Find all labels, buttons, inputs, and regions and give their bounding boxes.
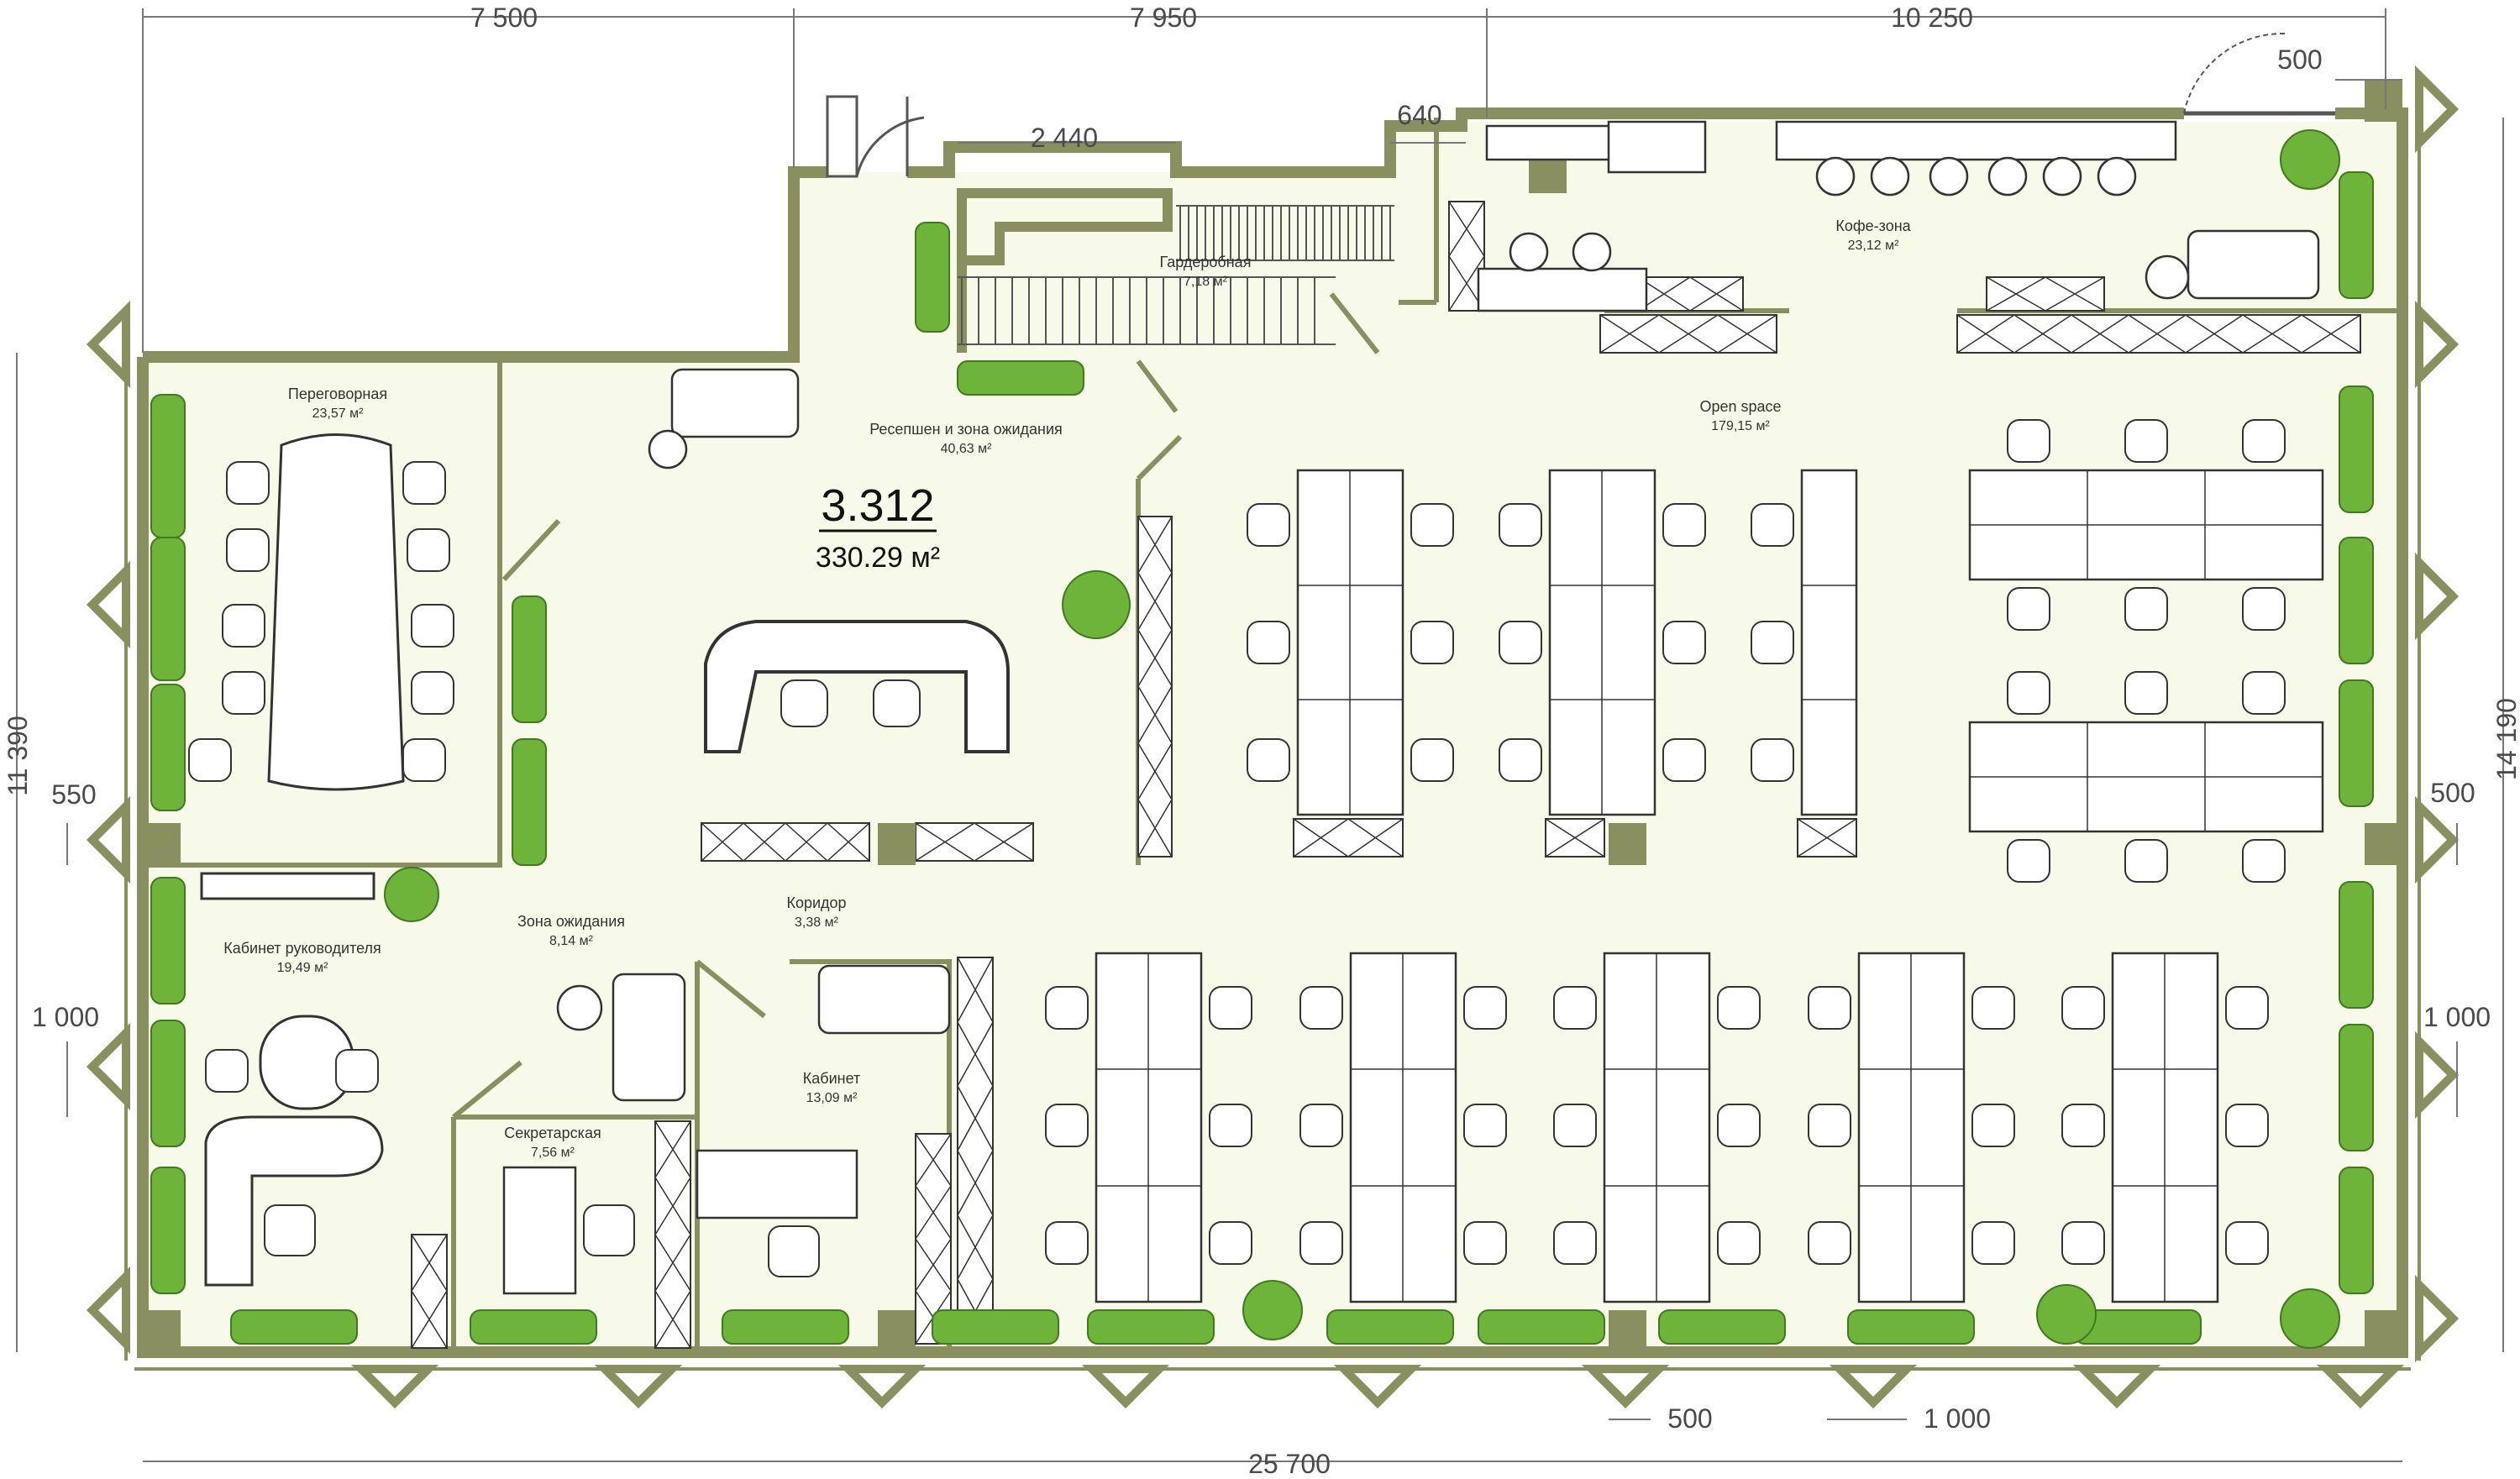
dim-door-640: 640 (1397, 100, 1441, 130)
room-openspace-area: 179,15 м² (1711, 419, 1770, 433)
wardrobe-rails (958, 205, 1394, 345)
room-cabinet-area: 13,09 м² (806, 1091, 858, 1105)
dim-left-1000: 1 000 (32, 1002, 99, 1032)
room-openspace-name: Open space (1699, 398, 1781, 415)
unit-area: 330.29 м² (816, 542, 940, 574)
interior-walls (143, 118, 2402, 1348)
interior-column (878, 823, 916, 865)
meeting-table (267, 433, 405, 791)
wardrobe-walls (957, 188, 1173, 353)
dim-top-1: 7 500 (470, 3, 538, 33)
room-corridor-area: 3,38 м² (795, 915, 839, 930)
coffee-bar (1477, 120, 2177, 312)
room-secretary-area: 7,56 м² (531, 1146, 575, 1160)
dim-bottom-500: 500 (1667, 1403, 1712, 1434)
room-cabinet-name: Кабинет (803, 1070, 860, 1087)
room-coffee-area: 23,12 м² (1848, 239, 1899, 253)
dim-left-total: 11 390 (3, 716, 33, 796)
room-waiting-name: Зона ожидания (517, 913, 625, 930)
room-waiting-area: 8,14 м² (549, 934, 594, 948)
plants (150, 129, 2374, 1349)
dim-garderob-width: 2 440 (1031, 123, 1098, 153)
director-desk (200, 872, 384, 1287)
dimension-lines (16, 8, 2504, 1462)
dim-right-total: 14 190 (2491, 698, 2520, 780)
facade-pilasters (86, 65, 2460, 1409)
room-corridor-name: Коридор (786, 894, 846, 911)
director-chairs (205, 1049, 379, 1256)
open-space-chairs-bottom (1045, 986, 2269, 1265)
room-secretary-name: Секретарская (504, 1125, 601, 1141)
desk-dividers-top (1298, 470, 2323, 831)
dim-bottom-1000: 1 000 (1924, 1403, 1991, 1434)
dim-bottom-total: 25 700 (1248, 1449, 1331, 1479)
desk-dividers-bottom (1096, 953, 2218, 1302)
room-reception-name: Ресепшен и зона ожидания (869, 421, 1063, 438)
open-space-chairs-top (1247, 419, 2286, 883)
dim-top-500: 500 (2277, 45, 2322, 75)
reception-desk (704, 620, 1010, 753)
dim-top-2: 7 950 (1130, 3, 1197, 33)
room-wardrobe-name: Гардеробная (1160, 254, 1252, 270)
office-chairs (583, 1204, 820, 1277)
entrance-door[interactable] (826, 95, 925, 178)
room-coffee-name: Кофе-зона (1835, 218, 1911, 234)
sofas (556, 229, 2320, 1102)
unit-number: 3.312 (821, 480, 934, 531)
cabinet-crosses (411, 201, 2361, 1349)
office-desks (502, 1149, 858, 1295)
dim-right-1000: 1 000 (2423, 1002, 2491, 1032)
room-meeting-name: Переговорная (288, 385, 387, 402)
room-reception-area: 40,63 м² (941, 442, 992, 456)
reception-chairs (780, 679, 921, 727)
dim-left-550: 550 (51, 779, 96, 810)
room-meeting-area: 23,57 м² (312, 406, 364, 421)
dim-top-3: 10 250 (1891, 3, 1973, 33)
room-wardrobe-area: 7,18 м² (1184, 275, 1228, 289)
room-director-name: Кабинет руководителя (223, 940, 381, 957)
dim-right-500: 500 (2430, 778, 2475, 808)
coffee-door[interactable] (2183, 32, 2335, 116)
meeting-chairs (188, 461, 454, 782)
room-director-area: 19,49 м² (277, 961, 328, 975)
